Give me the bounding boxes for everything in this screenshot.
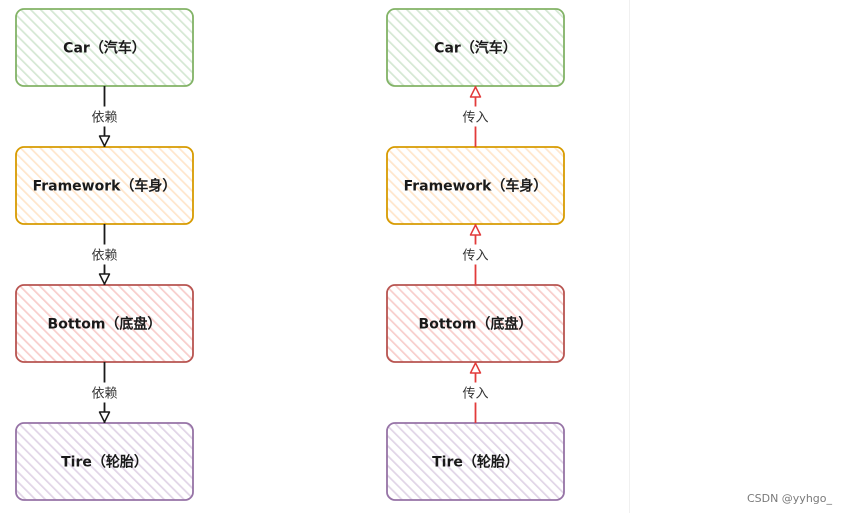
edge-passed-in-2: 传入 <box>462 362 489 423</box>
node-injection-0: Car（汽车） <box>386 8 565 87</box>
node-dependency-2: Bottom（底盘） <box>15 284 194 363</box>
node-injection-3: Tire（轮胎） <box>386 422 565 501</box>
node-dependency-1: Framework（车身） <box>15 146 194 225</box>
node-injection-2: Bottom（底盘） <box>386 284 565 363</box>
edge-depends-on-1: 依赖 <box>91 224 118 285</box>
node-dependency-3: Tire（轮胎） <box>15 422 194 501</box>
arrow-down-icon <box>98 135 111 147</box>
node-label: Car（汽车） <box>434 40 517 57</box>
node-label: Framework（车身） <box>33 178 177 195</box>
arrow-up-icon <box>469 224 482 236</box>
edge-depends-on-2: 依赖 <box>91 362 118 423</box>
edge-label: 传入 <box>462 111 488 126</box>
node-label: Bottom（底盘） <box>48 316 162 333</box>
node-label: Car（汽车） <box>63 40 146 57</box>
edge-passed-in-0: 传入 <box>462 86 489 147</box>
edge-passed-in-1: 传入 <box>462 224 489 285</box>
node-dependency-0: Car（汽车） <box>15 8 194 87</box>
node-label: Tire（轮胎） <box>432 454 519 471</box>
arrow-down-icon <box>98 273 111 285</box>
node-label: Tire（轮胎） <box>61 454 148 471</box>
edge-depends-on-0: 依赖 <box>91 86 118 147</box>
edge-label: 依赖 <box>91 387 117 402</box>
edge-label: 依赖 <box>91 111 117 126</box>
arrow-up-icon <box>469 362 482 374</box>
edge-label: 传入 <box>462 387 488 402</box>
arrow-up-icon <box>469 86 482 98</box>
panel-divider <box>629 0 630 513</box>
watermark: CSDN @yyhgo_ <box>746 492 832 505</box>
edge-label: 依赖 <box>91 249 117 264</box>
node-injection-1: Framework（车身） <box>386 146 565 225</box>
arrow-down-icon <box>98 411 111 423</box>
node-label: Framework（车身） <box>404 178 548 195</box>
node-label: Bottom（底盘） <box>419 316 533 333</box>
edge-label: 传入 <box>462 249 488 264</box>
